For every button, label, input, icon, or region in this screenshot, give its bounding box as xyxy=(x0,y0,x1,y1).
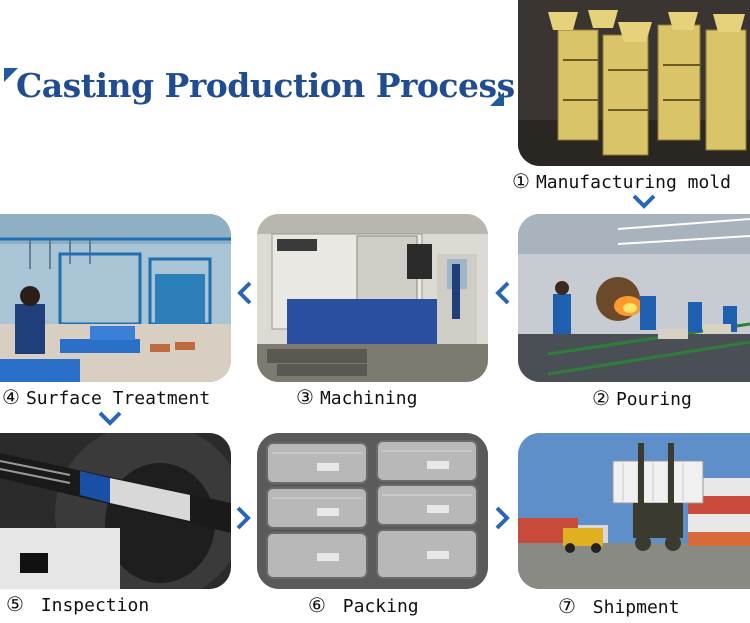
photo-shipment xyxy=(518,433,750,589)
photo-packing xyxy=(257,433,488,589)
chevron-right-icon xyxy=(491,506,515,530)
step-5-label: ⑤ Inspection xyxy=(6,592,150,616)
chevron-left-icon xyxy=(232,281,256,305)
photo-machining xyxy=(257,214,488,382)
photo-pouring xyxy=(518,214,750,382)
step-6-label: ⑥ Packing xyxy=(308,593,419,617)
page-title: Casting Production Process xyxy=(16,66,515,105)
chevron-left-icon xyxy=(490,281,514,305)
title-banner: Casting Production Process xyxy=(4,62,515,112)
corner-decoration xyxy=(4,68,18,82)
photo-inspection xyxy=(0,433,231,589)
chevron-right-icon xyxy=(232,506,256,530)
step-7-label: ⑦ Shipment xyxy=(558,594,680,618)
chevron-down-icon xyxy=(632,190,656,214)
chevron-down-icon xyxy=(98,407,122,431)
photo-manufacturing-mold xyxy=(518,0,750,166)
photo-surface-treatment xyxy=(0,214,231,382)
corner-decoration xyxy=(490,92,504,106)
